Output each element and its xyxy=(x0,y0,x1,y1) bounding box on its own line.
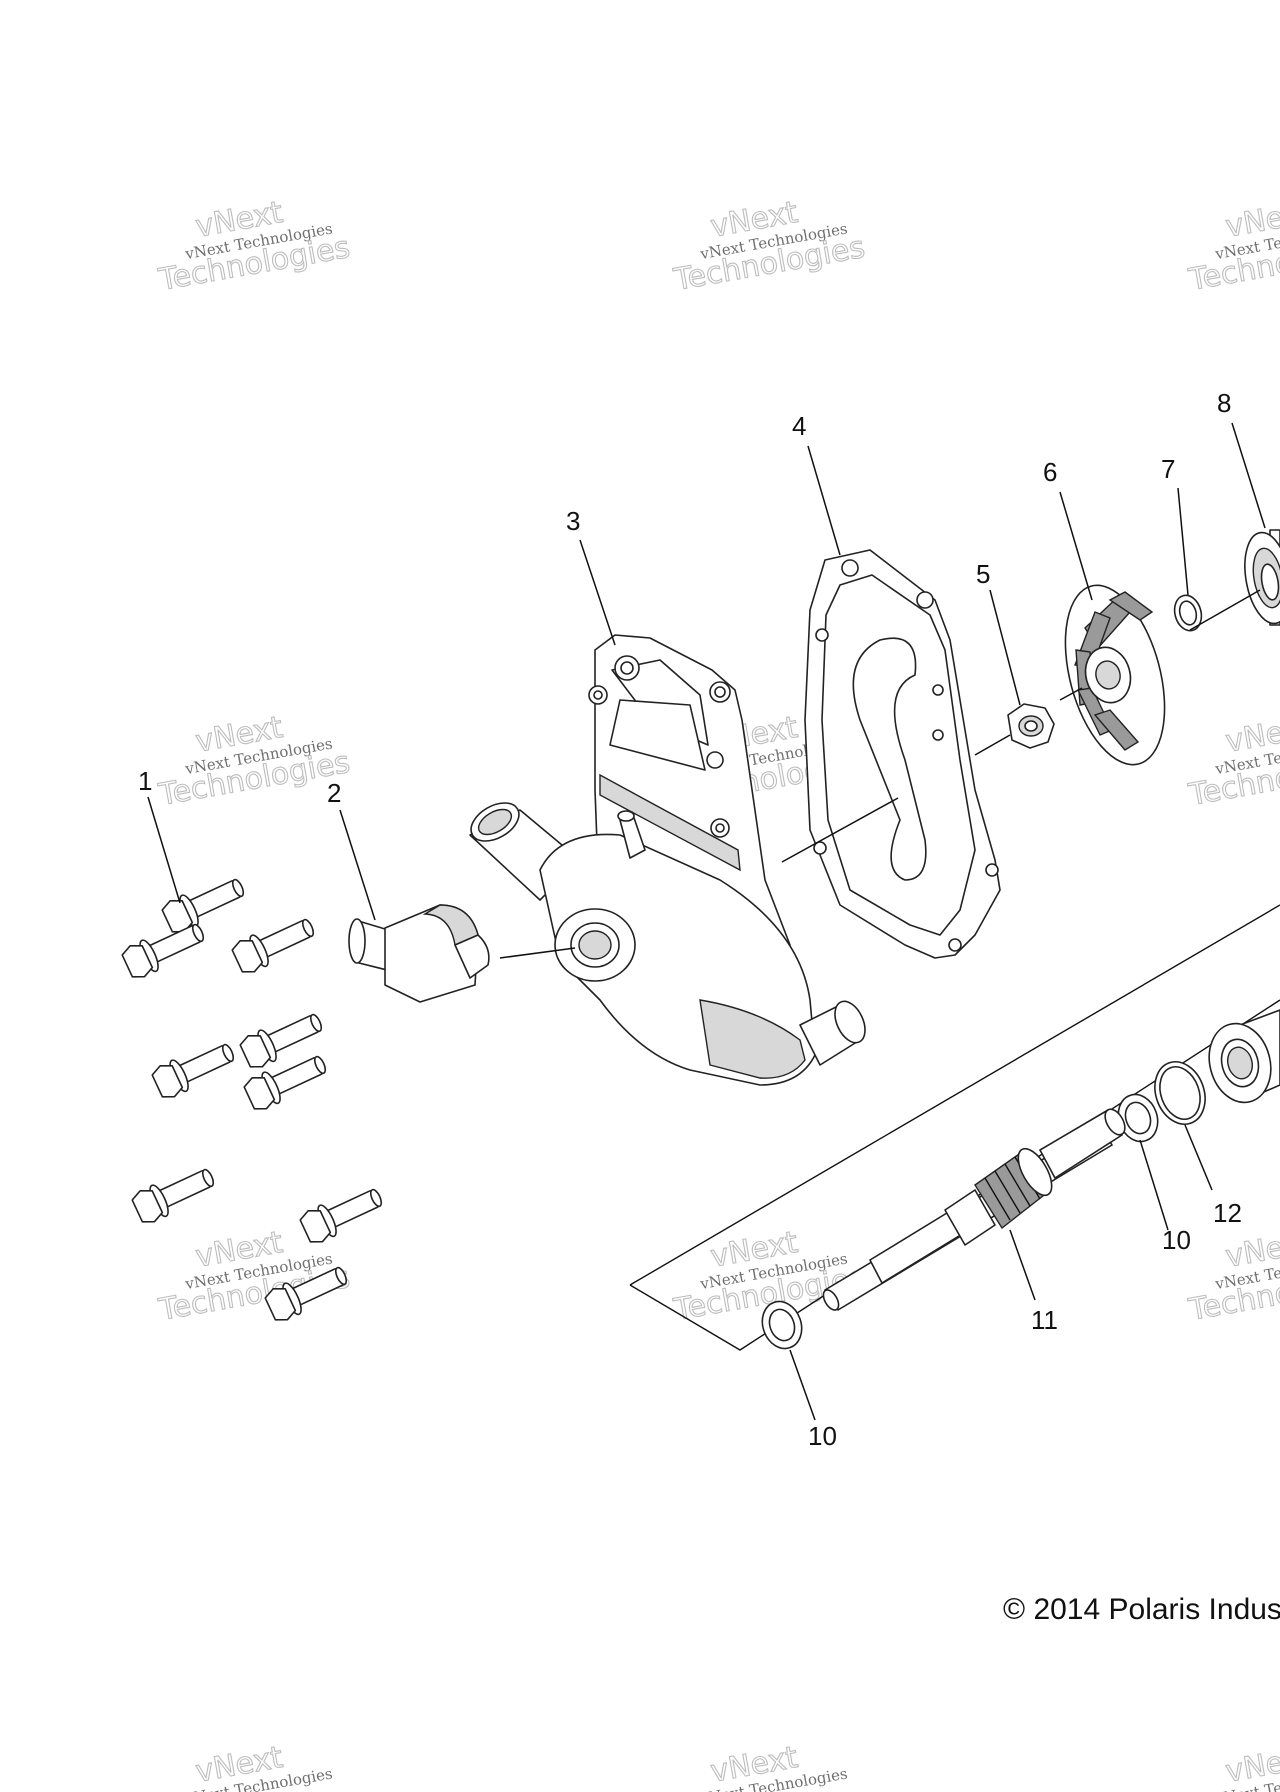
part-5-nut xyxy=(1007,703,1055,749)
part-4-gasket xyxy=(804,549,1001,959)
callout-12: 12 xyxy=(1213,1198,1242,1228)
part-10-washer-lower xyxy=(761,1300,803,1350)
bearing-housing xyxy=(1208,1009,1280,1104)
callout-4: 4 xyxy=(792,411,806,441)
part-3-pump-cover xyxy=(469,634,866,1086)
part-12-o-ring xyxy=(1154,1061,1206,1125)
part-10-washer-upper xyxy=(1117,1093,1159,1143)
callout-1: 1 xyxy=(138,766,152,796)
part-2-elbow-fitting xyxy=(348,904,490,1003)
callout-8: 8 xyxy=(1217,388,1231,418)
callout-5: 5 xyxy=(976,559,990,589)
part-7-washer xyxy=(1173,594,1203,632)
callout-numbers: 1 2 3 4 5 6 7 8 10 10 11 12 xyxy=(138,388,1242,1451)
part-11-gear-shaft xyxy=(822,1108,1126,1311)
callout-11: 11 xyxy=(1031,1305,1058,1335)
copyright-text: © 2014 Polaris Indust xyxy=(1003,1593,1280,1626)
part-6-impeller xyxy=(1064,584,1166,766)
callout-10-lower: 10 xyxy=(808,1421,837,1451)
callout-10-upper: 10 xyxy=(1162,1225,1191,1255)
callout-2: 2 xyxy=(327,778,341,808)
callout-6: 6 xyxy=(1043,457,1057,487)
part-1-bolts xyxy=(121,878,383,1321)
leader-lines xyxy=(147,422,1266,1421)
callout-7: 7 xyxy=(1161,454,1175,484)
part-8-seal xyxy=(1244,529,1280,626)
callout-3: 3 xyxy=(566,506,580,536)
